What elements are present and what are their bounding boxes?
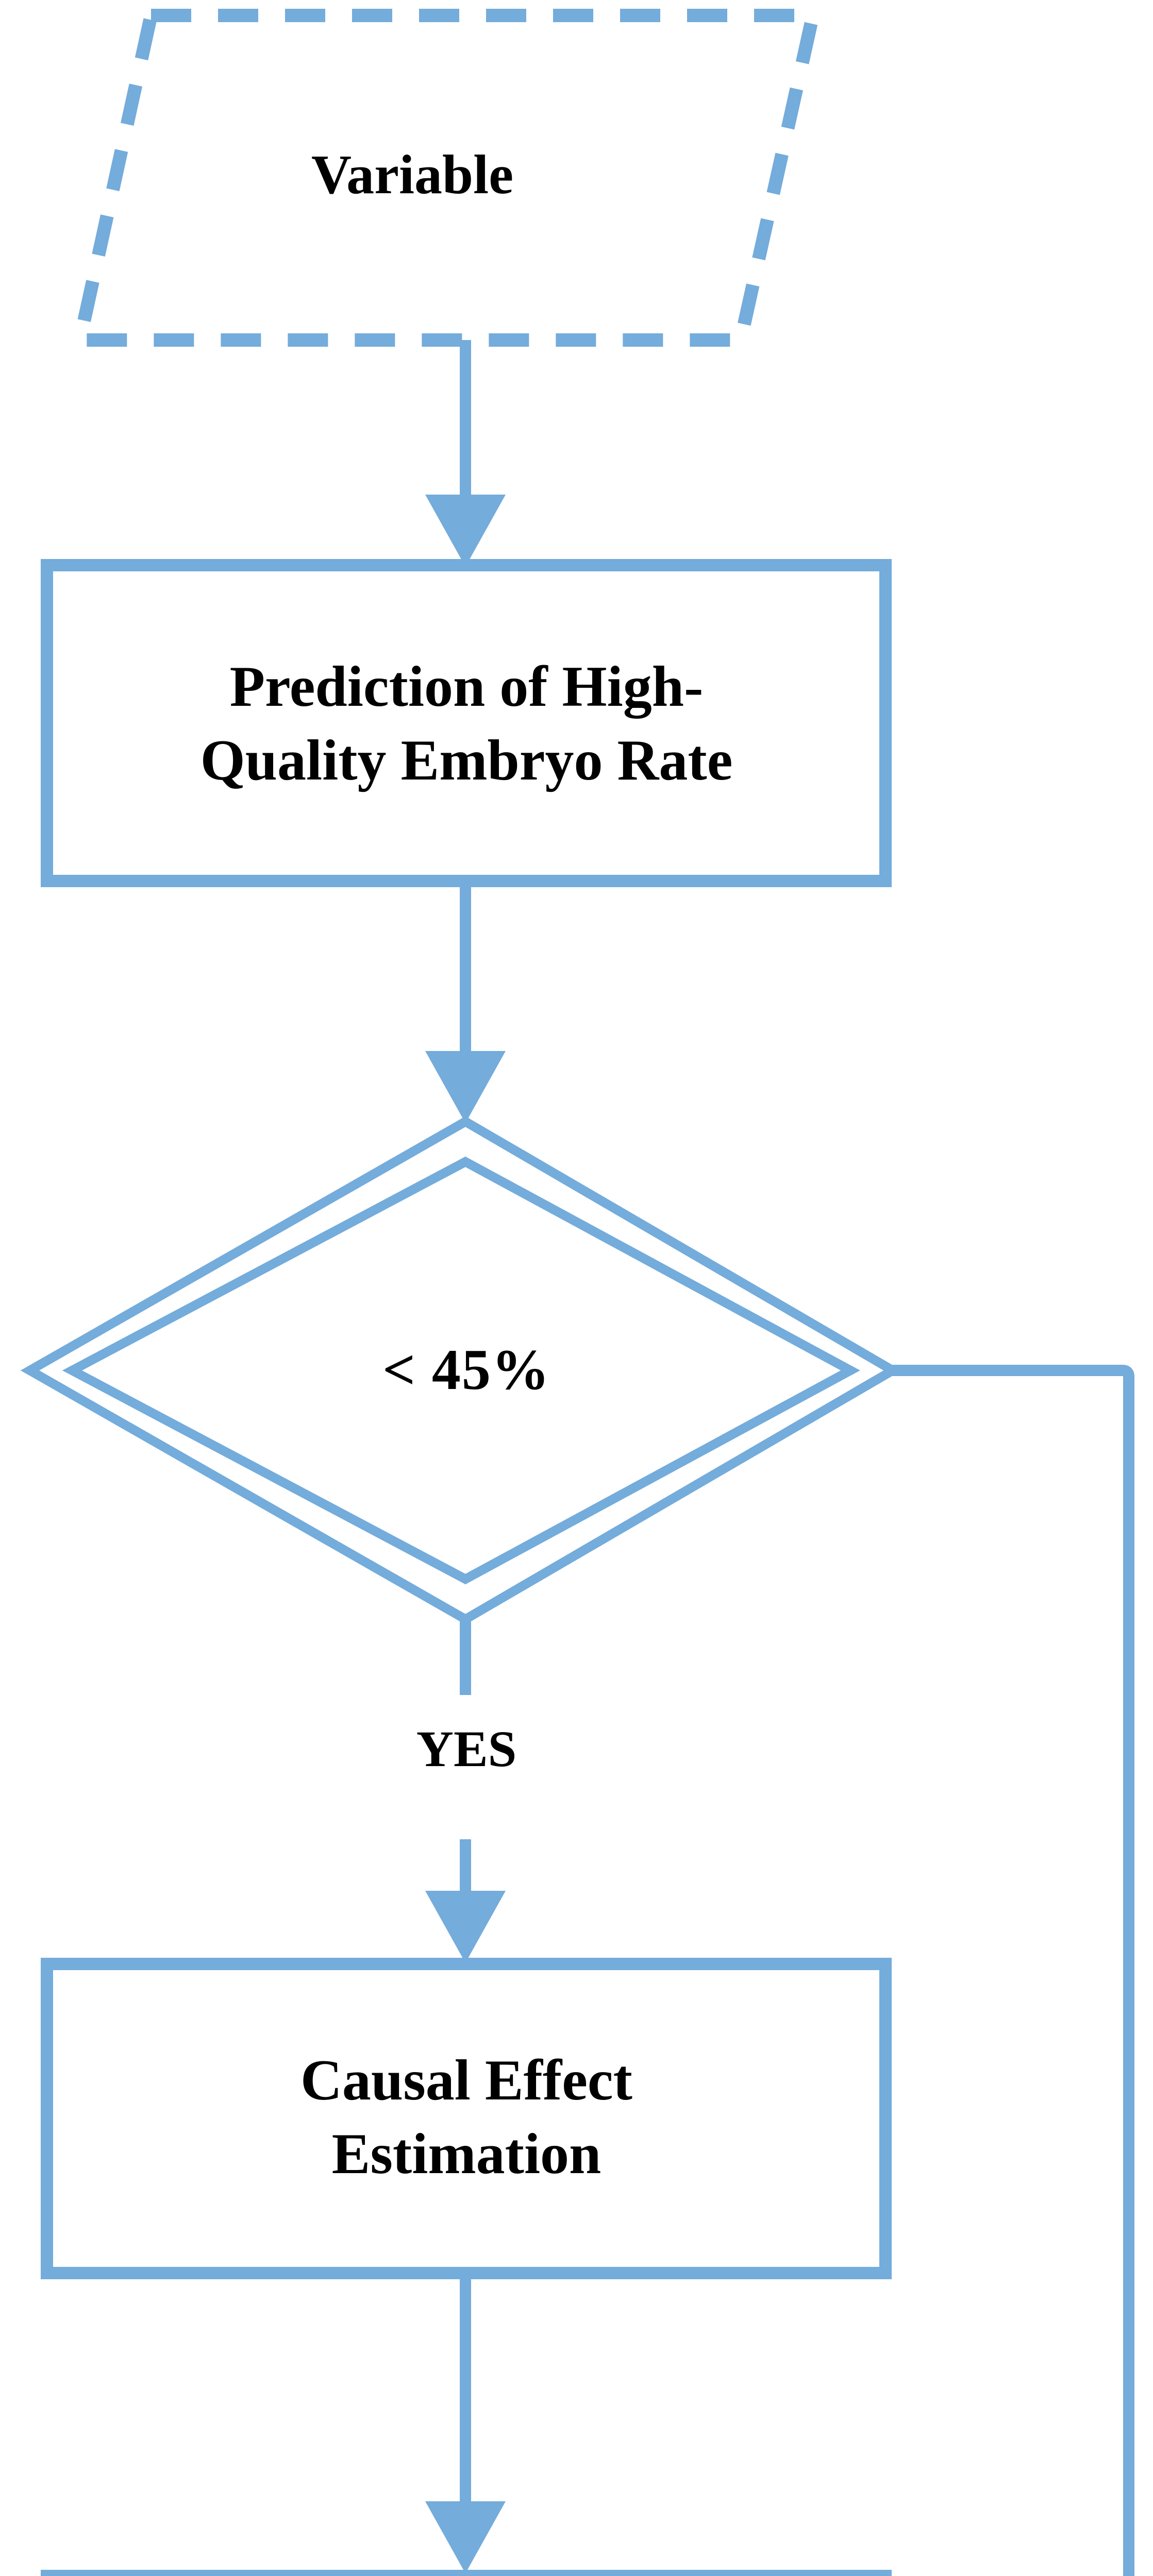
edge-decision-bypass-to-end: [893, 1365, 1134, 2576]
node-decision-shape[interactable]: [20, 1116, 902, 1625]
connectors: [425, 332, 1134, 2576]
node-causal-shape[interactable]: [41, 1958, 892, 2279]
edge-variable-to-prediction: [425, 332, 506, 567]
node-variable-shape[interactable]: [71, 9, 822, 347]
node-prediction-shape[interactable]: [41, 559, 892, 887]
edge-causal-to-develop: [425, 2275, 506, 2573]
edge-decision-to-causal: [425, 1618, 506, 1963]
edge-prediction-to-decision: [425, 881, 506, 1123]
